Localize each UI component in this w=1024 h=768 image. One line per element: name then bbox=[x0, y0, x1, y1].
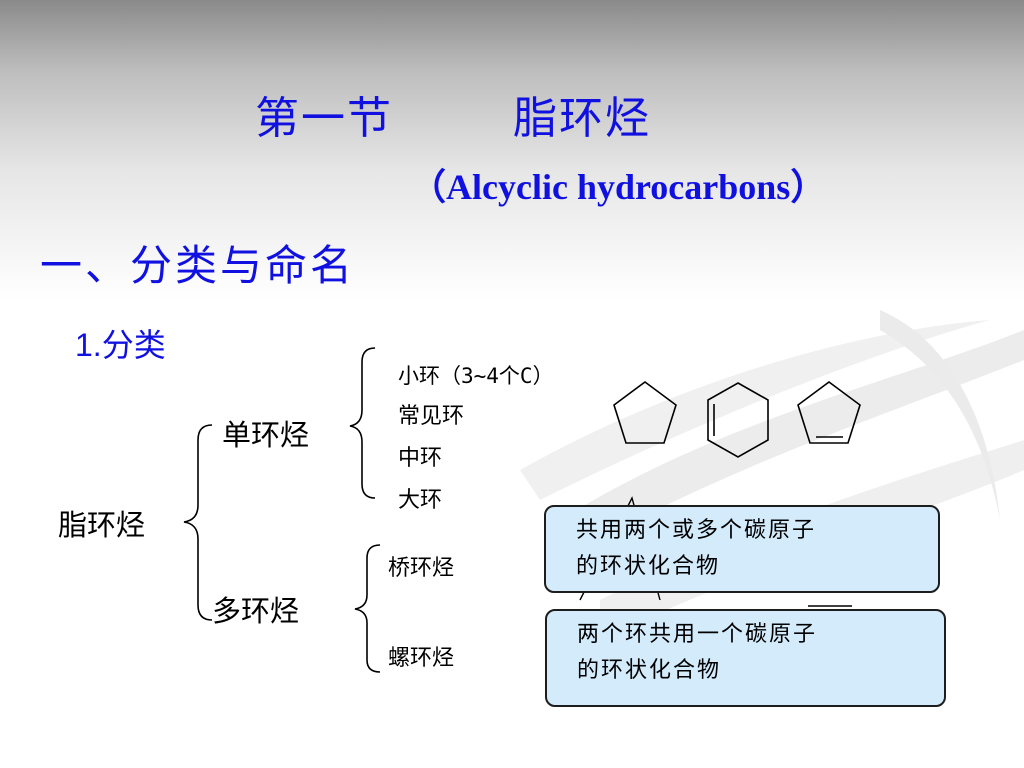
leaf-small-ring: 小环（3~4个C） bbox=[398, 364, 554, 388]
bridged-definition-callout: 共用两个或多个碳原子 的环状化合物 bbox=[544, 505, 940, 593]
cyclohexene-structure-icon bbox=[707, 382, 769, 458]
leaf-medium-ring: 中环 bbox=[398, 446, 443, 471]
page-title: 第一节 脂环烃 bbox=[255, 82, 651, 146]
polycyclic-brace bbox=[354, 544, 381, 673]
page-subtitle: （Alcyclic hydrocarbons） bbox=[410, 167, 827, 207]
section-heading: 一、分类与命名 bbox=[40, 241, 356, 290]
root-brace bbox=[183, 424, 213, 621]
callout-line: 共用两个或多个碳原子 bbox=[576, 518, 817, 543]
leaf-large-ring: 大环 bbox=[398, 488, 443, 513]
leaf-spiro-ring: 螺环烃 bbox=[388, 646, 455, 671]
cyclopentene-structure-icon bbox=[797, 381, 861, 444]
title-chapter: 第一节 bbox=[255, 93, 393, 144]
tree-root-label: 脂环烃 bbox=[58, 508, 146, 542]
callout-line: 的环状化合物 bbox=[577, 658, 722, 683]
leaf-bridged-ring: 桥环烃 bbox=[388, 556, 455, 581]
cyclopentane-structure-icon bbox=[613, 381, 677, 444]
tree-monocyclic-label: 单环烃 bbox=[222, 418, 310, 452]
callout-line: 两个环共用一个碳原子 bbox=[577, 622, 818, 647]
spiro-definition-callout: 两个环共用一个碳原子 的环状化合物 bbox=[545, 609, 946, 707]
subsection-label: 分类 bbox=[101, 326, 166, 364]
tree-polycyclic-label: 多环烃 bbox=[212, 594, 300, 628]
title-topic: 脂环烃 bbox=[513, 93, 651, 144]
subsection-number: 1. bbox=[75, 327, 102, 363]
monocyclic-brace bbox=[349, 347, 376, 499]
leaf-common-ring: 常见环 bbox=[398, 404, 465, 429]
subsection-heading: 1.分类 bbox=[75, 320, 166, 366]
callout-line: 的环状化合物 bbox=[576, 554, 721, 579]
